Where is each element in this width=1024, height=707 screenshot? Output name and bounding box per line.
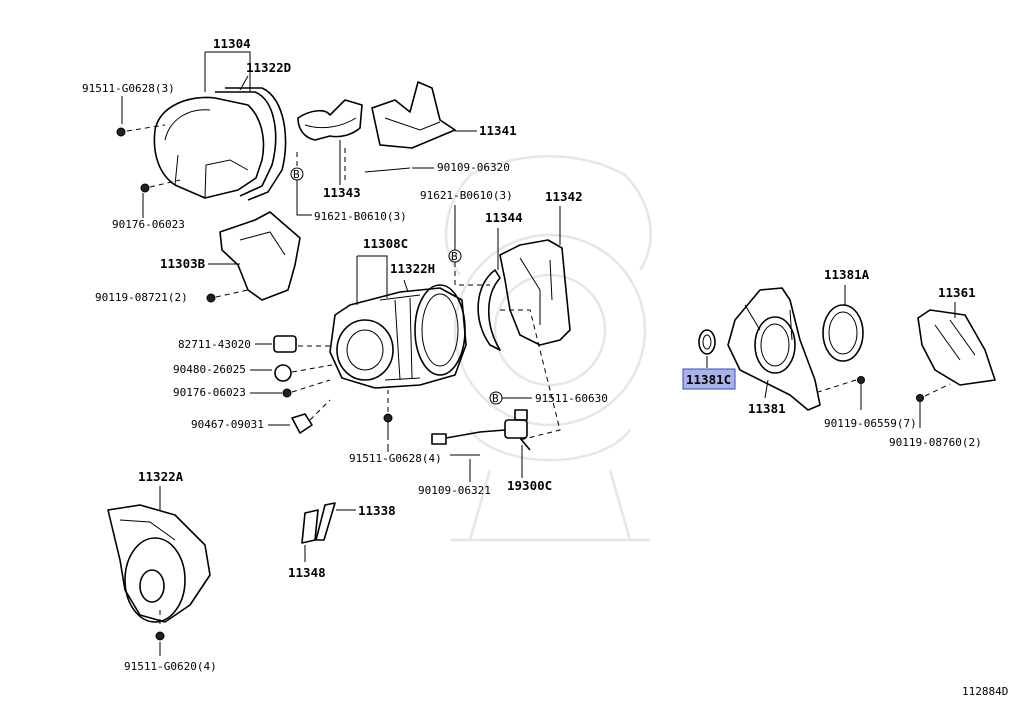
bolt-90176-06023-a [140, 183, 150, 193]
label-11304: 11304 [213, 36, 251, 51]
part-11322A-lower-cover [107, 504, 211, 623]
part-11381A-oil-seal [822, 304, 864, 362]
label-11343: 11343 [323, 185, 361, 200]
label-91621-B0610-3a: 91621-B0610(3) [314, 210, 407, 223]
marker-b-3-text: B [492, 392, 499, 405]
label-11348: 11348 [288, 565, 326, 580]
label-11344: 11344 [485, 210, 523, 225]
label-90176-06023-a: 90176-06023 [112, 218, 185, 231]
part-11381C-seal [698, 329, 716, 355]
part-11304-upper-cover [153, 91, 277, 199]
label-90480-26025: 90480-26025 [173, 363, 246, 376]
part-11303B-cover [219, 211, 301, 301]
label-91511-G0628-3: 91511-G0628(3) [82, 82, 175, 95]
bolt-91511-G0620 [155, 631, 165, 641]
label-90467-09031: 90467-09031 [191, 418, 264, 431]
part-19300C-sensor [431, 409, 531, 451]
part-11308C-housing [329, 284, 467, 389]
label-11338: 11338 [358, 503, 396, 518]
part-11344-half-ring [477, 269, 501, 351]
label-11381A: 11381A [824, 267, 870, 282]
label-11341: 11341 [479, 123, 517, 138]
part-90480-26025-plug [274, 364, 292, 382]
label-90109-06321: 90109-06321 [418, 484, 491, 497]
label-90119-08721-2: 90119-08721(2) [95, 291, 188, 304]
label-11303B: 11303B [160, 256, 206, 271]
label-11381C-highlight[interactable] [682, 368, 736, 390]
part-11342-bracket [499, 239, 571, 346]
part-90467-09031-clip [291, 413, 313, 434]
bolt-91511-G0628-4-head [383, 413, 393, 423]
label-11342: 11342 [545, 189, 583, 204]
bolt-90109-06320 [364, 167, 411, 173]
part-11338-guide [315, 502, 336, 541]
label-11322D: 11322D [246, 60, 291, 75]
label-90176-06023-b: 90176-06023 [173, 386, 246, 399]
label-11381: 11381 [748, 401, 786, 416]
marker-b-2-text: B [451, 250, 458, 263]
label-82711-43020: 82711-43020 [178, 338, 251, 351]
label-11322A: 11322A [138, 469, 184, 484]
label-11361: 11361 [938, 285, 976, 300]
part-11381-retainer [727, 287, 821, 411]
label-90119-08760-2: 90119-08760(2) [889, 436, 982, 449]
label-11322H: 11322H [390, 261, 435, 276]
label-19300C: 19300C [507, 478, 552, 493]
watermark-crest [444, 155, 652, 542]
part-11341-plate [371, 81, 456, 149]
bolt-91511-G0628-3 [116, 127, 126, 137]
part-11343-bracket [297, 99, 363, 141]
diagram-id: 112884D [962, 685, 1008, 698]
part-11361-cover [917, 309, 996, 386]
label-91511-G0620-4: 91511-G0620(4) [124, 660, 217, 673]
bolt-90119-08721 [206, 293, 216, 303]
label-90119-06559-7: 90119-06559(7) [824, 417, 917, 430]
label-91511-60630: 91511-60630 [535, 392, 608, 405]
part-82711-43020-grommet [273, 335, 297, 353]
label-11381C[interactable]: 11381C [686, 372, 731, 387]
label-91511-G0628-4: 91511-G0628(4) [349, 452, 442, 465]
bolt-90119-06559 [857, 376, 865, 384]
bolt-90119-08760 [916, 394, 924, 402]
part-11322D-gasket [225, 87, 287, 201]
label-91621-B0610-3b: 91621-B0610(3) [420, 189, 513, 202]
label-11308C: 11308C [363, 236, 408, 251]
part-11348-guide [301, 509, 319, 544]
bolt-90176-06023-b [282, 388, 292, 398]
marker-b-1-text: B [293, 168, 300, 181]
label-90109-06320: 90109-06320 [437, 161, 510, 174]
